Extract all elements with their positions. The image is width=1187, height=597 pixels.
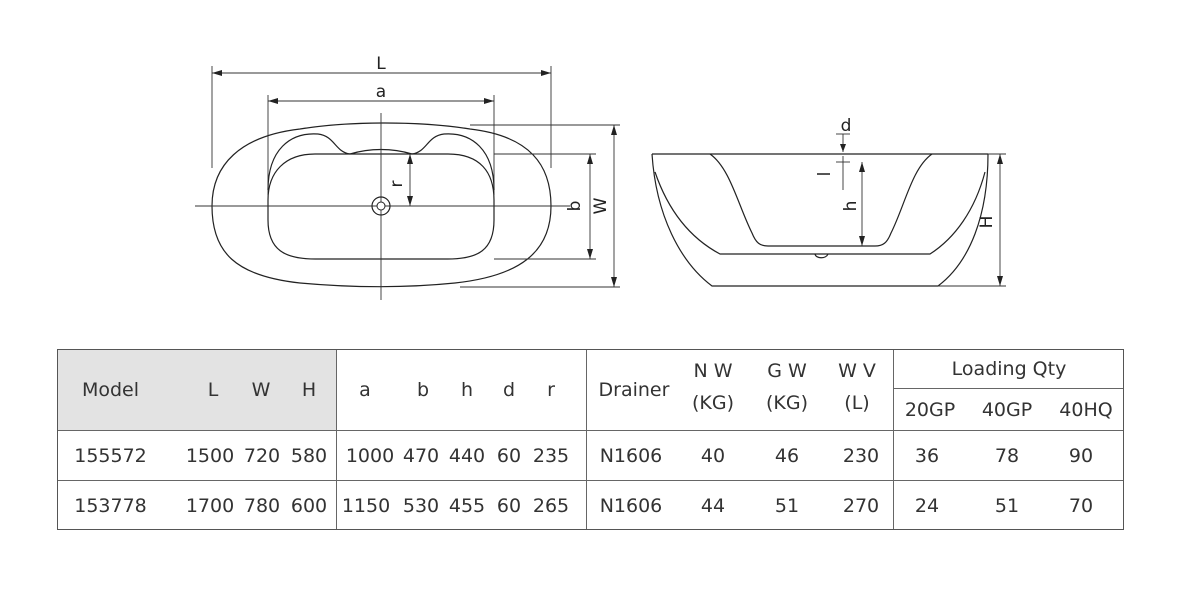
header-20gp: 20GP	[904, 399, 956, 421]
dim-label-b: b	[565, 201, 585, 212]
row2-40hq: 70	[1068, 494, 1094, 517]
row1-nw: 40	[700, 444, 726, 467]
header-drainer: Drainer	[598, 379, 670, 401]
header-r: r	[547, 379, 555, 401]
row2-gw: 51	[774, 494, 800, 517]
row2-h: 455	[448, 494, 486, 517]
header-H: H	[301, 379, 317, 401]
row1-gw: 46	[774, 444, 800, 467]
header-nw-unit: (KG)	[691, 392, 734, 414]
header-40gp: 40GP	[981, 399, 1033, 421]
header-bg-model	[58, 350, 336, 430]
header-wv-unit: (L)	[844, 392, 870, 414]
row1-L: 1500	[185, 444, 235, 467]
row1-model: 155572	[74, 444, 147, 467]
row2-b: 530	[402, 494, 440, 517]
header-W: W	[251, 379, 271, 401]
header-gw-unit: (KG)	[765, 392, 808, 414]
side-view: d l h H	[651, 116, 1006, 287]
dim-label-H: H	[977, 216, 997, 229]
tub-inner-basin	[267, 153, 495, 260]
dim-label-W: W	[591, 197, 611, 214]
dim-label-r: r	[387, 181, 407, 188]
top-view: L a r b W	[195, 54, 620, 300]
row2-drainer: N1606	[599, 494, 663, 517]
row1-H: 580	[290, 444, 328, 467]
row2-wv: 270	[842, 494, 880, 517]
row1-a: 1000	[345, 444, 395, 467]
row2-d: 60	[496, 494, 522, 517]
header-nw: N W	[693, 360, 733, 382]
tub-outer-shell	[651, 153, 989, 287]
header-loading-qty: Loading Qty	[951, 358, 1067, 380]
dim-label-a: a	[376, 82, 386, 102]
header-40hq: 40HQ	[1059, 399, 1113, 421]
row2-model: 153778	[74, 494, 147, 517]
header-L: L	[207, 379, 219, 401]
drain-hole	[371, 196, 391, 216]
row1-h: 440	[448, 444, 486, 467]
row1-r: 235	[532, 444, 570, 467]
header-h: h	[460, 379, 474, 401]
spec-table: Model L W H a b h d r Drainer N W (KG) G…	[57, 349, 1124, 530]
dim-label-L: L	[376, 54, 386, 74]
header-d: d	[502, 379, 516, 401]
dim-label-l: l	[815, 172, 835, 177]
header-a: a	[359, 379, 371, 401]
row1-20gp: 36	[914, 444, 940, 467]
row1-drainer: N1606	[599, 444, 663, 467]
dim-label-h: h	[841, 201, 861, 212]
row1-40hq: 90	[1068, 444, 1094, 467]
row2-nw: 44	[700, 494, 726, 517]
row2-W: 780	[243, 494, 281, 517]
dim-label-d: d	[841, 116, 852, 136]
row2-a: 1150	[341, 494, 391, 517]
header-gw: G W	[767, 360, 807, 382]
row1-d: 60	[496, 444, 522, 467]
row2-H: 600	[290, 494, 328, 517]
row1-b: 470	[402, 444, 440, 467]
header-b: b	[416, 379, 430, 401]
row1-W: 720	[243, 444, 281, 467]
row2-40gp: 51	[994, 494, 1020, 517]
row2-r: 265	[532, 494, 570, 517]
row2-L: 1700	[185, 494, 235, 517]
header-model: Model	[81, 379, 140, 401]
row2-20gp: 24	[914, 494, 940, 517]
row1-wv: 230	[842, 444, 880, 467]
header-wv: W V	[838, 360, 876, 382]
row1-40gp: 78	[994, 444, 1020, 467]
bathtub-dimension-drawing: L a r b W	[195, 54, 1006, 300]
